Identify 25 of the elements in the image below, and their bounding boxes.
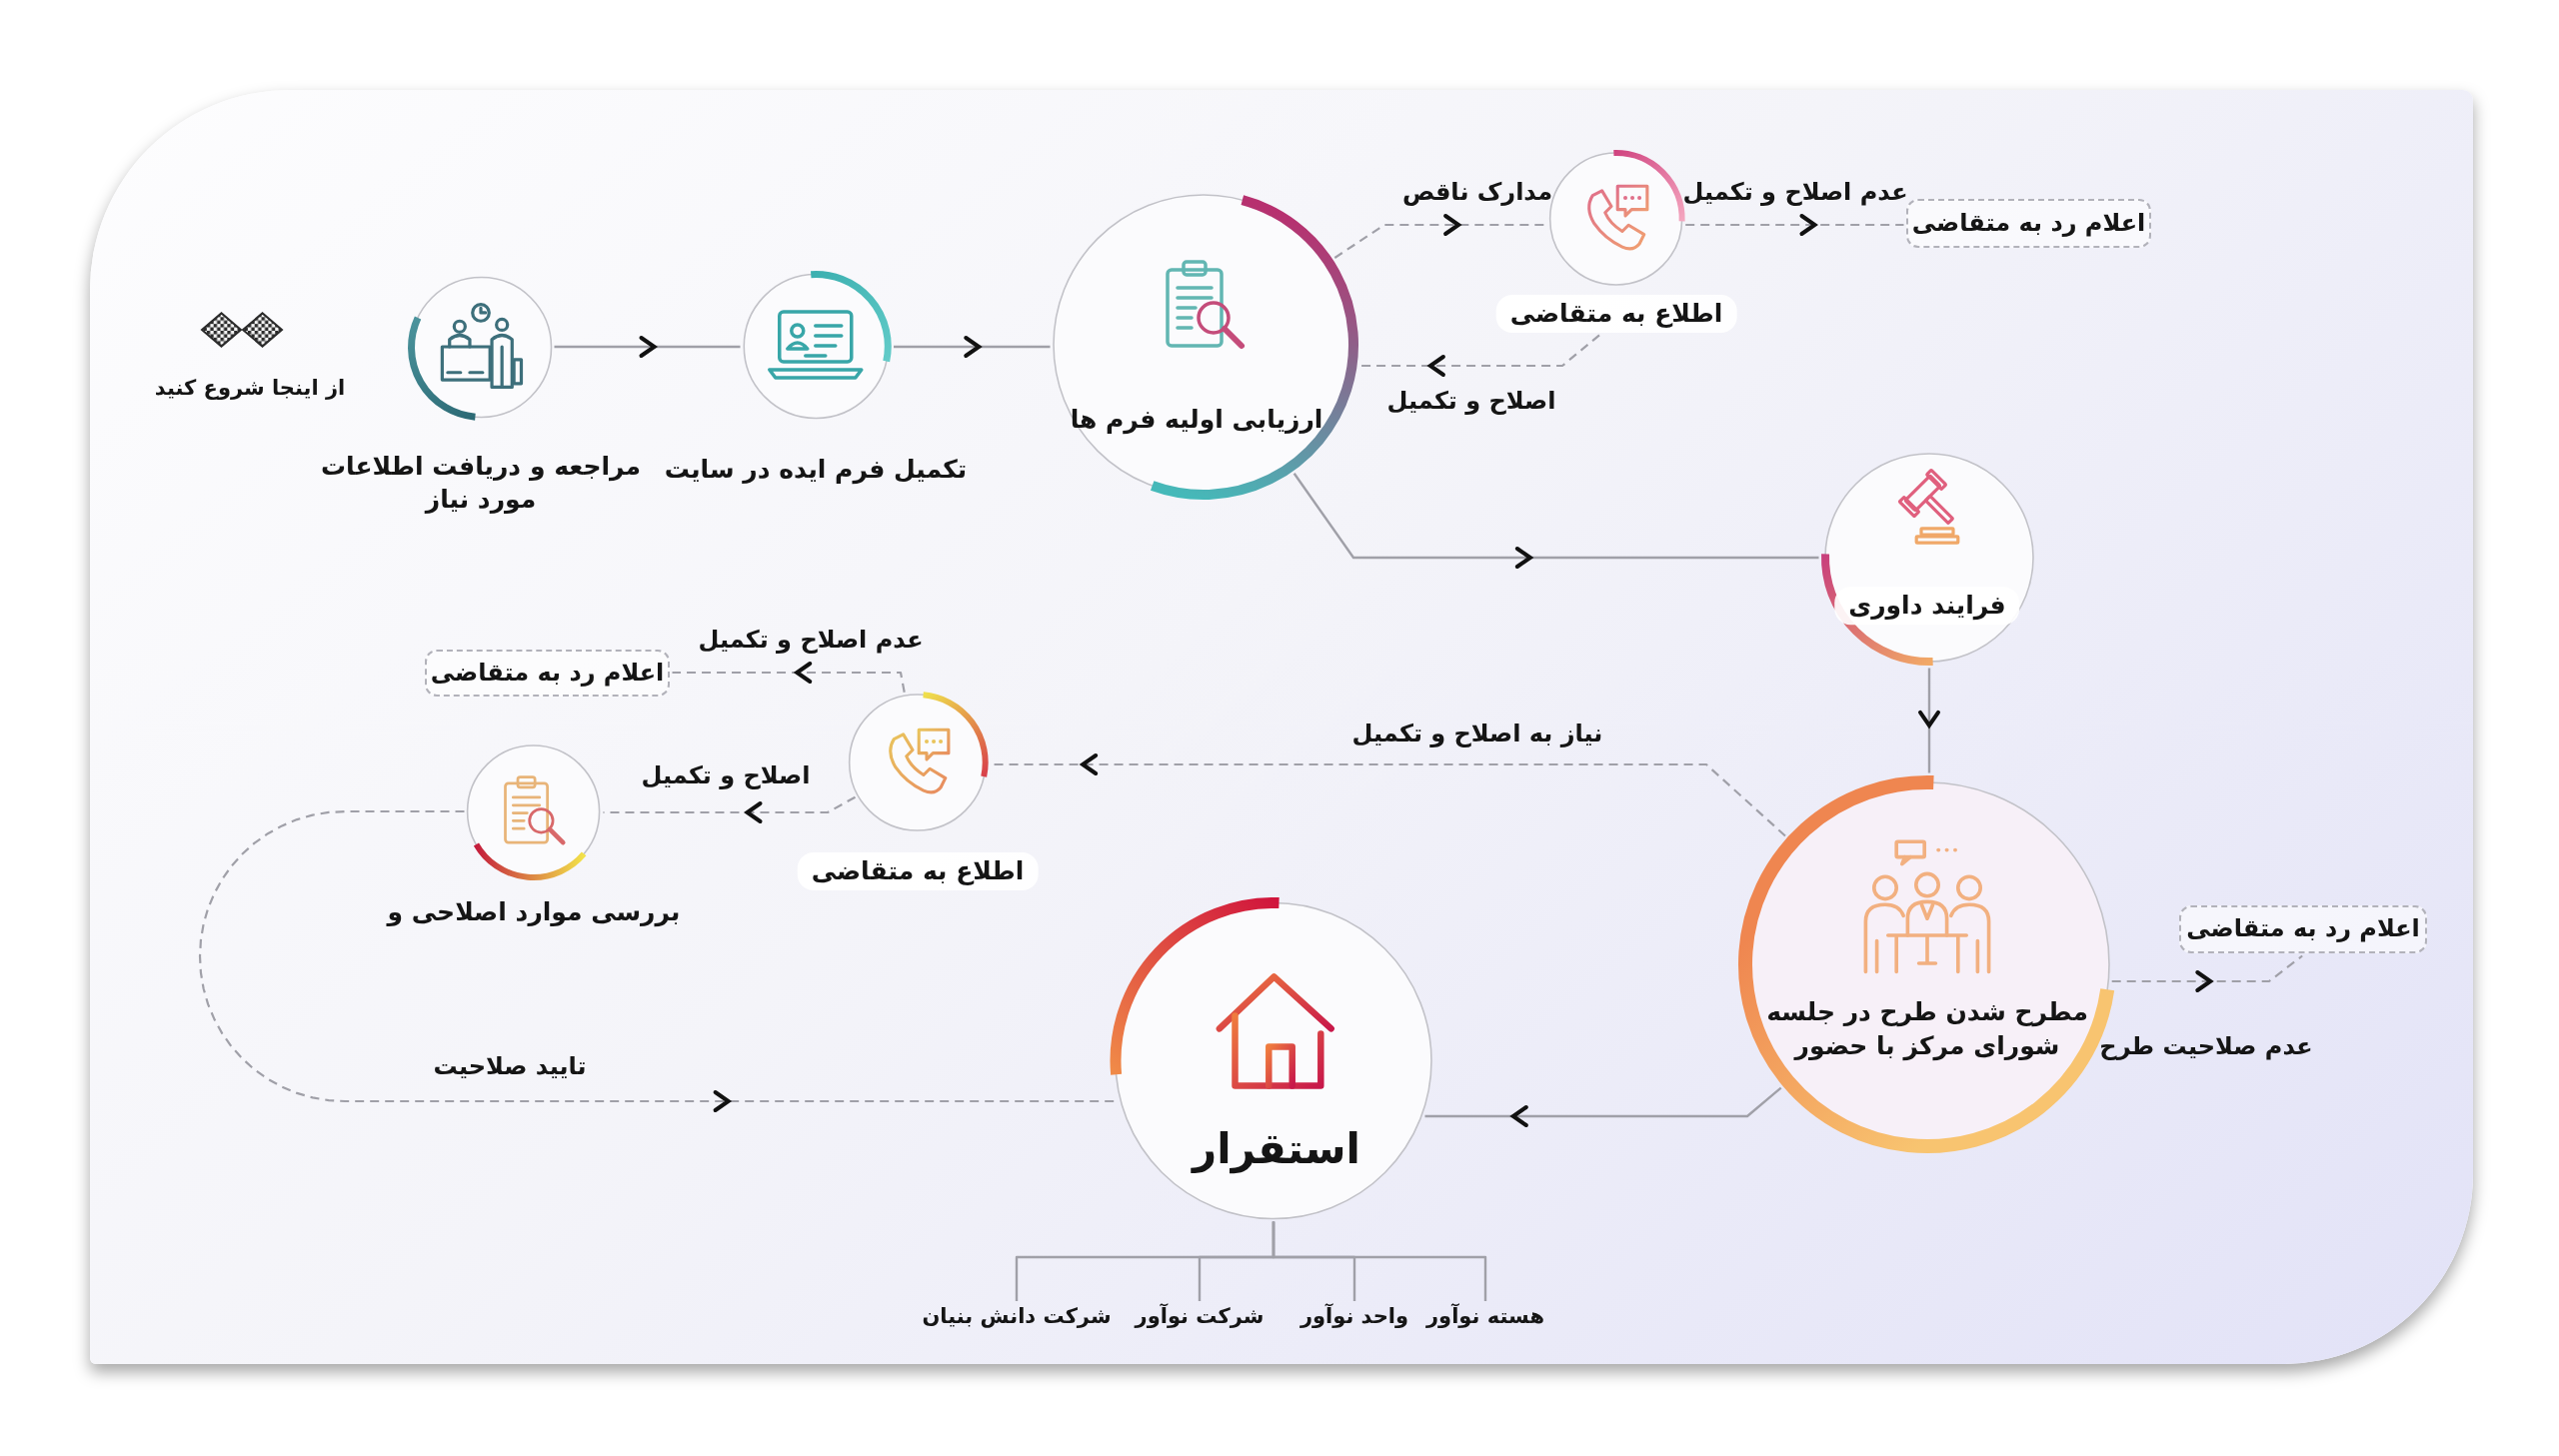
step-label: ارزیابی اولیه فرم ها [1070,404,1323,437]
dashed-box: اعلام رد به متقاضی [2179,905,2427,953]
dashed-box: اعلام رد به متقاضی [1906,199,2151,248]
edge-label: عدم اصلاح و تکمیل [1681,177,1909,209]
step-label: تکمیل فرم ایده در سایت [664,453,968,487]
edge-label: عدم صلاحیت طرح [2098,1031,2314,1063]
edge-label: نیاز به اصلاح و تکمیل [1350,719,1604,750]
branch-label: شرکت نوآور [1135,1303,1265,1331]
edge-label: اصلاح و تکمیل [640,760,812,792]
connector-line [1015,1221,1276,1301]
step-label: فرایند داوری [1834,587,2020,625]
edge-label: مدارک ناقص [1400,177,1554,209]
step-label: اطلاع به متقاضی [797,852,1039,890]
edge-label: عدم اصلاح و تکمیل [697,625,925,657]
step-label: مراجعه و دریافت اطلاعات مورد نیاز [319,450,643,517]
dashed-box: اعلام رد به متقاضی [425,650,670,697]
step-label: استقرار [1193,1122,1360,1176]
branch-label: واحد نوآور [1299,1303,1409,1331]
edge-label: اصلاح و تکمیل [1385,386,1557,418]
branch-label: شرکت دانش بنیان [922,1303,1112,1331]
step-label: اطلاع به متقاضی [1495,295,1737,333]
branch-label: هسته نوآور [1426,1303,1544,1331]
step-label: مطرح شدن طرح در جلسه شورای مرکز با حضور [1765,996,2089,1063]
step-label: بررسی موارد اصلاحی و [387,896,681,929]
start-label: از اینجا شروع کنید [154,375,346,403]
